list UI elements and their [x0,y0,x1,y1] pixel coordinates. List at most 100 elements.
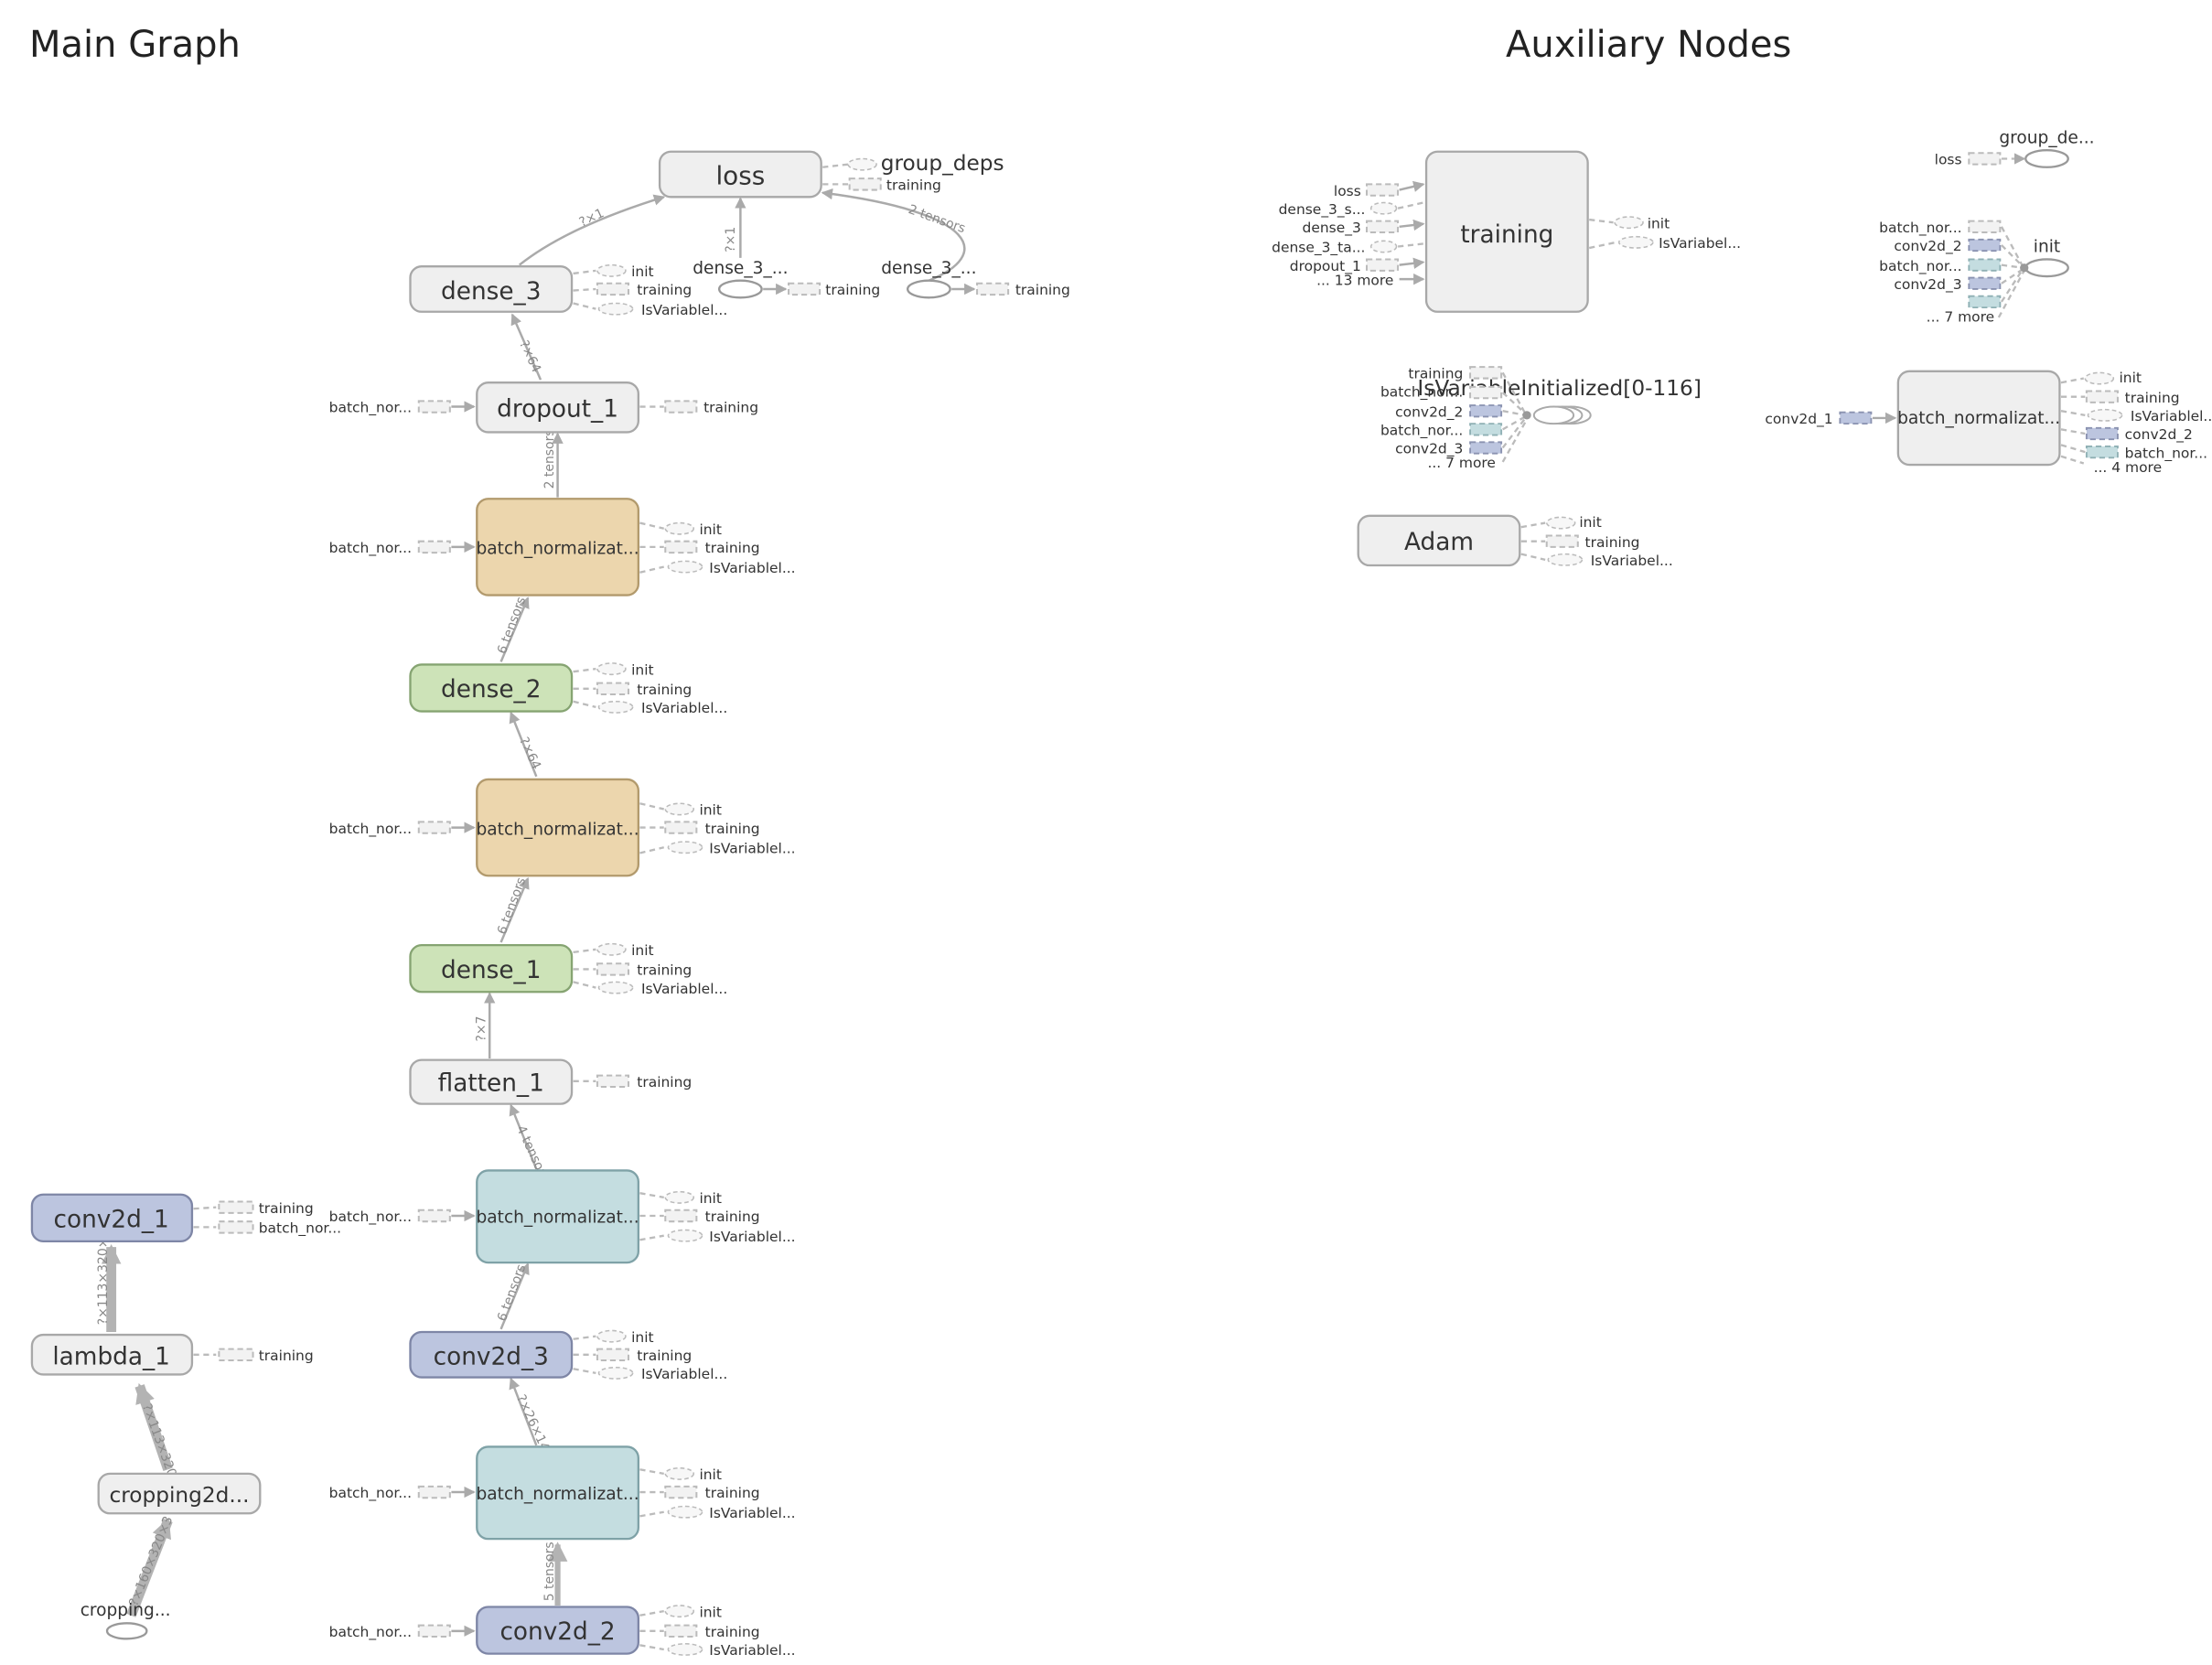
node-cropping-input[interactable]: cropping... [81,1601,171,1640]
svg-text:training: training [825,282,880,298]
bn-tan-1-io: batch_nor... init training IsVariablel..… [329,521,796,576]
bn-teal-2-io: batch_nor... init training IsVariablel..… [329,1466,796,1521]
node-batch-norm-tan-2[interactable]: batch_normalizat... [476,778,640,877]
svg-text:conv2d_3: conv2d_3 [1395,441,1463,458]
svg-text:conv2d_1: conv2d_1 [1765,411,1832,428]
dense-2-outputs: init training IsVariablel... [573,661,727,716]
svg-text:training: training [637,1074,692,1090]
conv2d-2-io: batch_nor... init training IsVariablel..… [329,1604,796,1659]
svg-text:conv2d_3: conv2d_3 [1894,276,1961,294]
svg-text:training: training [637,1348,692,1364]
edge-label: ?×1 [724,227,738,252]
node-label: batch_normalizat... [476,1485,639,1504]
node-conv2d-1[interactable]: conv2d_1 [30,1193,194,1243]
svg-text:training: training [259,1348,314,1364]
svg-text:batch_nor...: batch_nor... [1879,220,1961,237]
svg-text:training: training [705,540,760,556]
svg-text:training: training [703,400,758,416]
svg-text:training: training [637,682,692,698]
stub-label: group_deps [881,151,1004,176]
node-label: batch_normalizat... [476,820,639,839]
svg-text:dense_3: dense_3 [1303,220,1361,237]
node-dense-3[interactable]: dense_3 [409,265,574,313]
svg-text:training: training [637,282,692,298]
svg-text:IsVariabel...: IsVariabel... [1659,235,1741,252]
svg-text:IsVariablel...: IsVariablel... [2131,408,2212,424]
svg-text:batch_nor...: batch_nor... [329,1624,412,1641]
node-flatten-1[interactable]: flatten_1 [409,1058,574,1105]
dense-3-outputs: init training IsVariablel... [573,263,727,318]
auxiliary-nodes-title: Auxiliary Nodes [1506,24,1792,66]
svg-text:batch_nor...: batch_nor... [1380,423,1463,440]
node-dense-1[interactable]: dense_1 [409,943,574,994]
bn-teal-1-io: batch_nor... init training IsVariablel..… [329,1190,796,1245]
edge-label: 2 tensors [907,202,968,236]
node-label: dense_2 [441,676,541,704]
svg-text:... 7 more: ... 7 more [1927,309,1995,326]
node-conv2d-3[interactable]: conv2d_3 [409,1330,574,1379]
aux-node-isvariableinitialized[interactable]: IsVariableInitialized[0-116] [1417,376,1702,425]
svg-text:batch_nor...: batch_nor... [1879,258,1961,275]
svg-text:batch_nor...: batch_nor... [2125,445,2207,462]
main-edges [101,188,966,1617]
svg-text:loss: loss [1334,183,1361,199]
node-label: dense_1 [441,957,541,984]
edge-label: ?×7 [475,1016,489,1042]
aux-node-batch-norm[interactable]: batch_normalizat... [1896,370,2061,467]
aux-node-group-deps[interactable]: group_de... [1999,128,2095,168]
aux-node-adam[interactable]: Adam [1357,514,1521,567]
edge-label: 6 tensors [495,875,529,937]
svg-text:init: init [631,942,653,959]
node-label: dropout_1 [497,395,618,423]
svg-text:IsVariablel...: IsVariablel... [709,560,795,576]
dense-1-outputs: init training IsVariablel... [573,942,727,997]
svg-text:init: init [2119,370,2141,386]
node-label: cropping... [81,1601,171,1620]
node-dropout-1[interactable]: dropout_1 [476,381,640,434]
svg-text:init: init [631,1329,653,1346]
svg-text:batch_nor...: batch_nor... [259,1220,341,1238]
svg-text:dense_3_ta...: dense_3_ta... [1272,240,1365,257]
node-dense-3-sub-a[interactable]: dense_3_... training [693,259,880,299]
node-lambda-1[interactable]: lambda_1 [30,1333,194,1376]
aux-group-deps-input: loss [1935,152,2026,168]
node-dense-3-sub-b[interactable]: dense_3_... training [881,259,1070,299]
aux-node-init[interactable]: init [2024,238,2069,278]
conv2d-1-outputs: training batch_nor... [193,1200,341,1238]
flatten-1-outputs: training [573,1074,692,1090]
node-batch-norm-teal-1[interactable]: batch_normalizat... [476,1169,640,1264]
node-label: cropping2d... [109,1483,249,1508]
svg-text:training: training [1585,534,1640,551]
edge-label: 6 tensors [495,595,529,656]
edge-label: ?×64 [516,338,543,375]
svg-text:IsVariablel...: IsVariablel... [709,1505,795,1521]
node-loss[interactable]: loss [658,150,822,199]
node-batch-norm-tan-1[interactable]: batch_normalizat... [476,498,640,596]
svg-text:training: training [637,962,692,979]
svg-text:IsVariabel...: IsVariabel... [1591,553,1673,569]
node-conv2d-2[interactable]: conv2d_2 [476,1606,640,1655]
aux-bn-io: conv2d_1 init training IsVariablel... co… [1765,370,2212,476]
loss-control-outputs: group_deps training [822,151,1004,194]
svg-text:IsVariablel...: IsVariablel... [709,1642,795,1659]
node-dense-2[interactable]: dense_2 [409,663,574,713]
svg-text:init: init [1579,514,1601,531]
aux-training-inputs: loss dense_3_s... dense_3 dense_3_ta... … [1272,180,1425,288]
node-batch-norm-teal-2[interactable]: batch_normalizat... [476,1445,640,1541]
svg-text:... 7 more: ... 7 more [1427,455,1496,471]
edge-label: ?×160×320×3 [126,1514,176,1608]
node-label: conv2d_1 [54,1206,169,1233]
svg-text:init: init [699,521,721,538]
svg-text:batch_nor...: batch_nor... [329,1208,412,1226]
svg-text:conv2d_2: conv2d_2 [2125,426,2193,444]
edge-label: 5 tensors [542,1541,557,1601]
node-cropping2d[interactable]: cropping2d... [97,1472,262,1515]
aux-node-training[interactable]: training [1424,150,1589,313]
svg-text:dropout_1: dropout_1 [1290,258,1361,275]
svg-text:batch_nor...: batch_nor... [329,540,412,557]
svg-text:training: training [705,1624,760,1640]
svg-text:batch_nor...: batch_nor... [1380,384,1463,402]
node-label: dense_3_... [881,259,976,278]
edge-label: 2 tensors [542,429,557,489]
